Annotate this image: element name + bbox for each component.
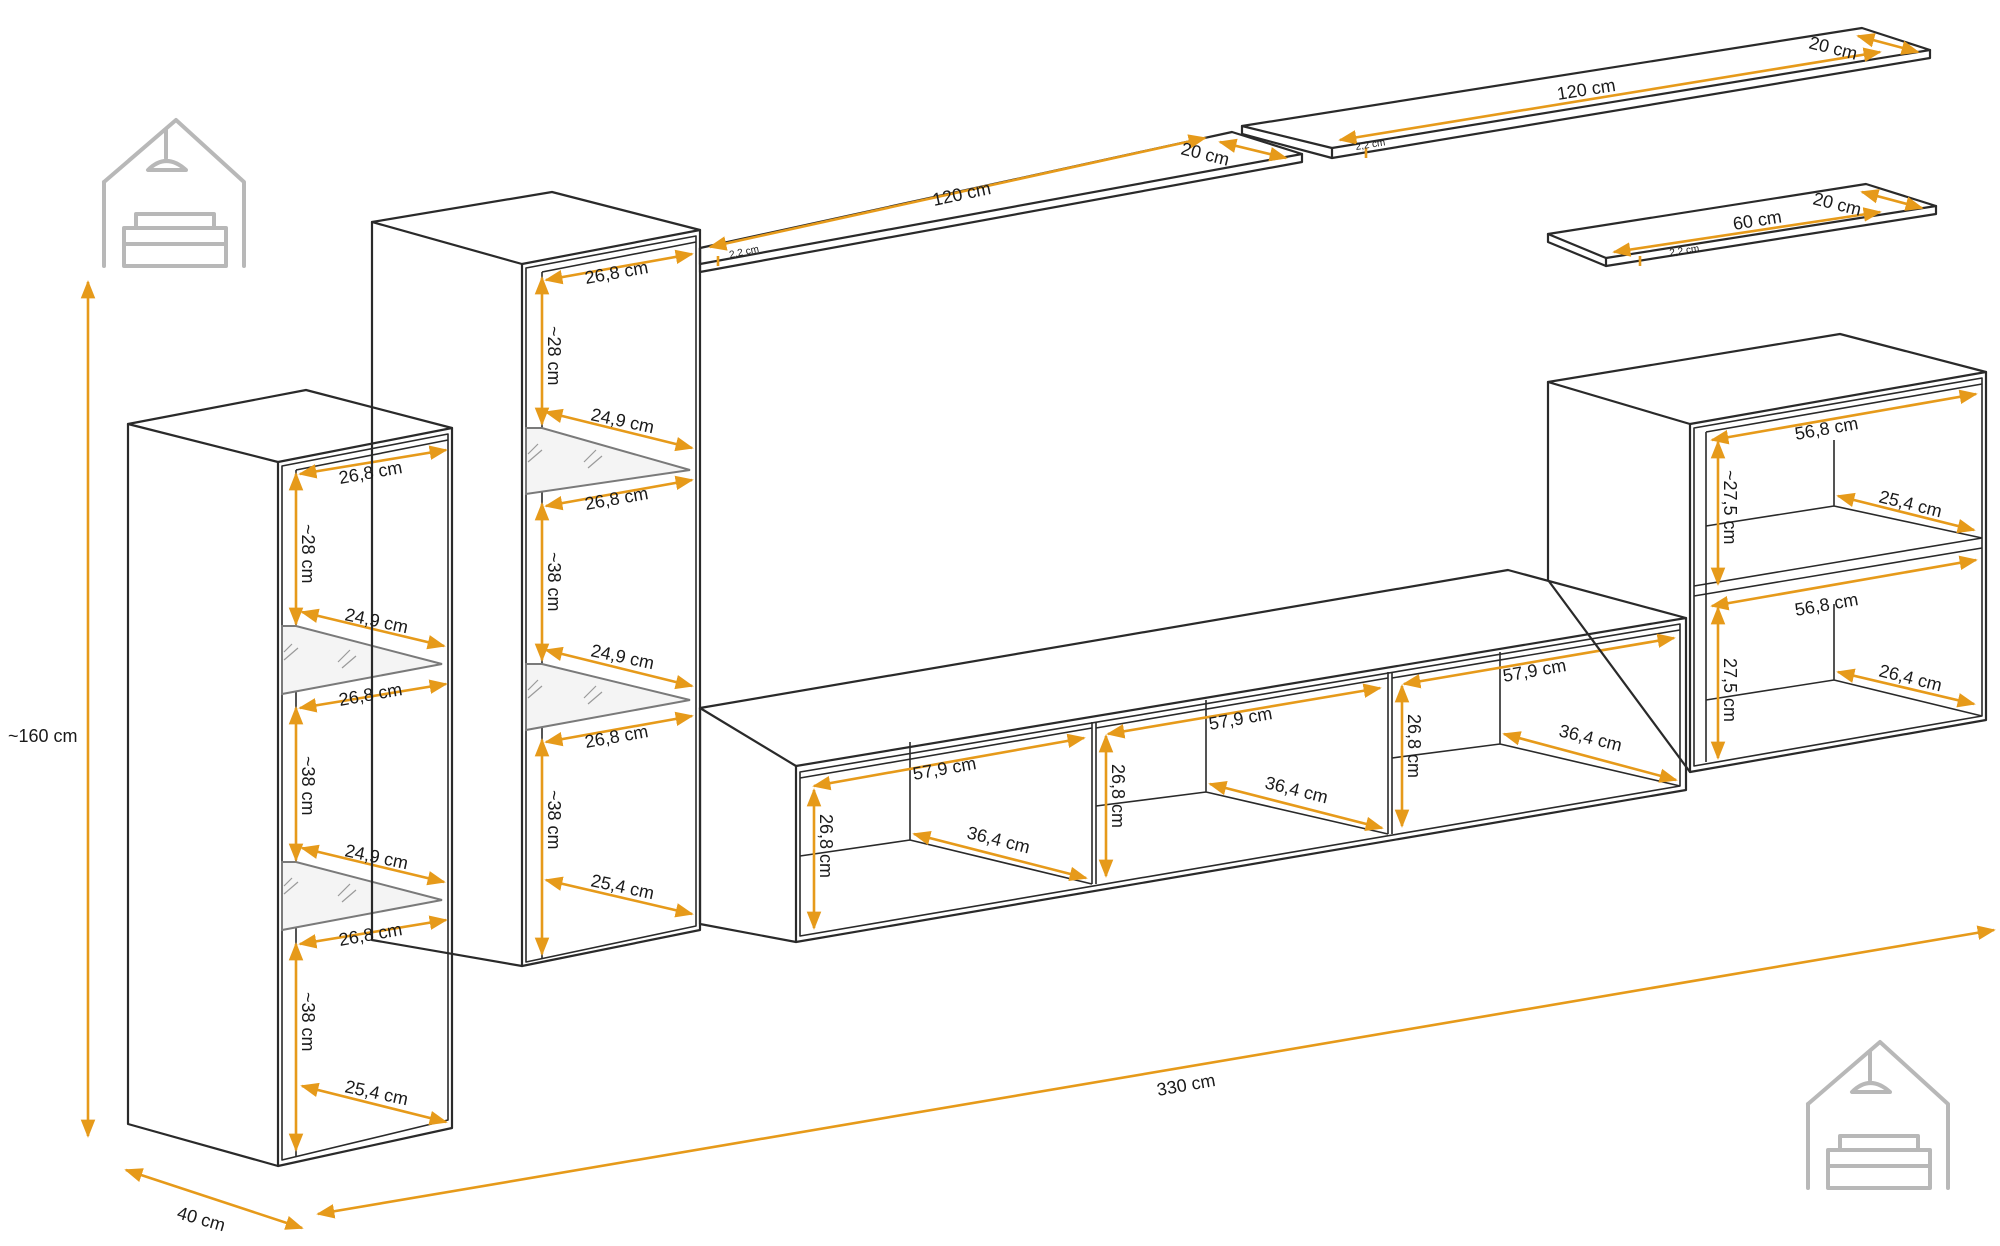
left-tall-cabinet	[126, 388, 454, 1168]
right-width-1-label: 56,8 cm	[1793, 413, 1860, 444]
tv-height-2-label: 26,8 cm	[1108, 764, 1128, 828]
overall-width-label: 330 cm	[1155, 1070, 1217, 1100]
shelf1-depth-arrow	[1218, 138, 1288, 162]
right-h-2-label: 27,5 cm	[1720, 658, 1740, 722]
left-glass-1-label: 24,9 cm	[343, 604, 410, 637]
shelf3-depth-label: 20 cm	[1811, 188, 1863, 219]
tv-width-3-label: 57,9 cm	[1501, 655, 1568, 686]
mid-h-1-label: ~28 cm	[544, 326, 564, 386]
tv-depth-2-label: 36,4 cm	[1263, 772, 1330, 807]
left-h-3-label: ~38 cm	[298, 992, 318, 1052]
tv-depth-1-label: 36,4 cm	[965, 822, 1032, 857]
shelf1-length-label: 120 cm	[931, 178, 993, 210]
shelf1-length-arrow	[708, 134, 1207, 251]
left-h-1-label: ~28 cm	[298, 524, 318, 584]
left-width-2-label: 26,8 cm	[337, 679, 404, 710]
mid-glass-1-label: 24,9 cm	[589, 404, 656, 437]
overall-height-label: ~160 cm	[8, 726, 78, 746]
mid-h-2-label: ~38 cm	[544, 552, 564, 612]
shelf3-length-label: 60 cm	[1731, 207, 1783, 234]
mid-width-3-label: 26,8 cm	[583, 721, 650, 752]
left-glass-2-label: 24,9 cm	[343, 840, 410, 873]
tv-height-1-label: 26,8 cm	[816, 814, 836, 878]
right-h-1-label: ~27,5 cm	[1720, 470, 1740, 545]
middle-tall-cabinet	[370, 190, 702, 968]
shelf2-length-arrow	[1338, 47, 1882, 145]
mid-h-3-label: ~38 cm	[544, 790, 564, 850]
house-sofa-logo-icon	[1806, 1040, 1950, 1190]
right-width-2-label: 56,8 cm	[1793, 589, 1860, 620]
overall-depth-arrow	[124, 1168, 304, 1230]
wall-shelf-small	[1546, 182, 1938, 268]
left-width-1-label: 26,8 cm	[337, 457, 404, 488]
house-sofa-logo-icon	[102, 118, 246, 268]
shelf3-length-arrow	[1612, 207, 1882, 257]
mid-width-2-label: 26,8 cm	[583, 483, 650, 514]
shelf3-depth-arrow	[1860, 189, 1924, 211]
tv-height-3-label: 26,8 cm	[1404, 714, 1424, 778]
overall-width-arrow	[316, 925, 1996, 1219]
left-h-2-label: ~38 cm	[298, 756, 318, 816]
right-wall-cabinet	[1546, 332, 1988, 774]
shelf3-thickness-label: 2,2 cm	[1669, 243, 1700, 259]
shelf2-thickness-label: 2,2 cm	[1355, 137, 1386, 153]
tv-lowboard	[698, 568, 1688, 944]
right-depth-1-label: 25,4 cm	[1877, 486, 1944, 521]
overall-depth-label: 40 cm	[175, 1203, 228, 1236]
shelf1-thickness-label: 2,2 cm	[728, 244, 760, 261]
shelf2-depth-arrow	[1856, 33, 1920, 55]
left-width-3-label: 26,8 cm	[337, 919, 404, 950]
wall-shelf-top-right	[1240, 26, 1932, 160]
